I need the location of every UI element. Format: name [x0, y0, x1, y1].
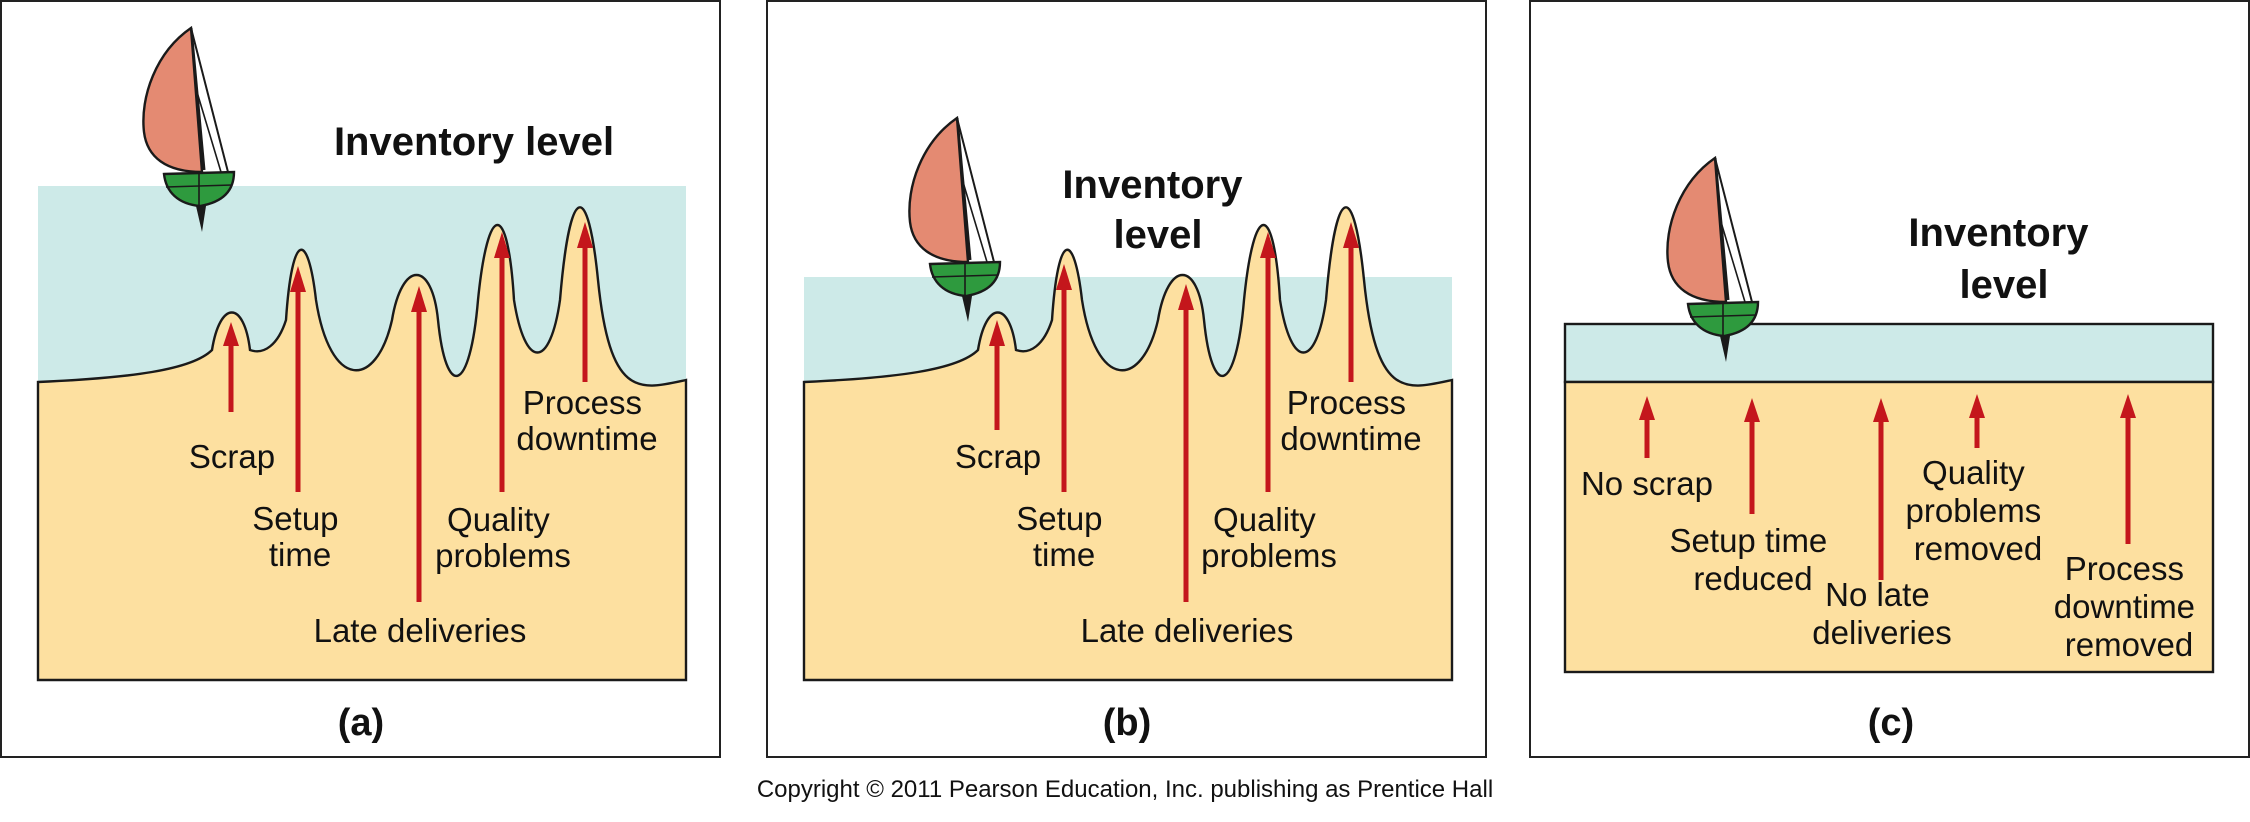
- panel-b-label-scrap: Scrap: [955, 438, 1041, 475]
- panel-b-arrow-scrap: [989, 320, 1005, 430]
- panel-b-arrowhead-scrap: [989, 320, 1005, 346]
- panel-a-arrowhead-late: [411, 286, 427, 312]
- panel-c-arrow-downtime: [2120, 394, 2136, 544]
- panel-a-frame: [0, 0, 721, 758]
- panel-c-label-downtime: Process downtime removed: [2054, 550, 2204, 663]
- panel-a-arrowhead-scrap: [223, 322, 239, 346]
- panel-c-arrow-late: [1873, 398, 1889, 580]
- panel-b-label-downtime: Process downtime: [1280, 384, 1421, 457]
- panel-a-label-setup: Setup time: [252, 500, 347, 573]
- panel-c-title: Inventory level: [1908, 211, 2099, 307]
- panel-b-arrowhead-late: [1178, 284, 1194, 310]
- panel-a-arrowhead-quality: [494, 232, 510, 258]
- panel-c-label-late: No late deliveries: [1812, 576, 1951, 651]
- panel-b-label-late: Late deliveries: [1081, 612, 1294, 649]
- panel-b-title: Inventory level: [1062, 163, 1253, 257]
- panel-b-arrow-downtime: [1343, 222, 1359, 382]
- panel-b-label-quality: Quality problems: [1201, 501, 1337, 574]
- panel-b-arrow-quality: [1260, 232, 1276, 492]
- panel-b-label-setup: Setup time: [1016, 500, 1111, 573]
- panel-b-arrowhead-downtime: [1343, 222, 1359, 248]
- panel-b: Inventory level Scrap Setup time: [766, 0, 1487, 758]
- panel-b-arrow-late: [1178, 284, 1194, 602]
- panel-c-arrowhead-scrap: [1639, 396, 1655, 420]
- panel-a-letter: (a): [338, 702, 384, 744]
- panel-c-arrowhead-downtime: [2120, 394, 2136, 418]
- panel-a-label-late: Late deliveries: [314, 612, 527, 649]
- panel-a-arrow-setup: [290, 266, 306, 492]
- panel-a: Inventory level Scrap Setup time: [0, 0, 721, 758]
- panel-c-arrow-scrap: [1639, 396, 1655, 458]
- panel-b-arrowhead-quality: [1260, 232, 1276, 258]
- panel-c-label-scrap: No scrap: [1581, 465, 1713, 502]
- panel-b-frame: [766, 0, 1487, 758]
- panel-a-arrow-scrap: [223, 322, 239, 412]
- panel-a-arrowhead-setup: [290, 266, 306, 292]
- panel-a-title: Inventory level: [334, 120, 614, 164]
- panel-b-arrowhead-setup: [1056, 264, 1072, 290]
- panel-c-label-quality: Quality problems removed: [1906, 454, 2051, 567]
- panel-c-arrowhead-quality: [1969, 394, 1985, 418]
- panel-a-rocks: [36, 206, 688, 682]
- panel-b-rocks: [802, 206, 1454, 682]
- panel-c-arrow-setup: [1744, 398, 1760, 514]
- panel-c-label-setup: Setup time reduced: [1670, 522, 1837, 597]
- panel-c-letter: (c): [1868, 702, 1914, 744]
- panel-a-arrow-late: [411, 286, 427, 602]
- panel-c: Inventory level No scrap Setup time: [1529, 0, 2250, 758]
- panel-c-arrowhead-setup: [1744, 398, 1760, 422]
- panel-b-letter: (b): [1103, 702, 1152, 744]
- panel-b-arrow-setup: [1056, 264, 1072, 492]
- panel-c-frame: [1529, 0, 2250, 758]
- panel-a-label-scrap: Scrap: [189, 438, 275, 475]
- panel-a-arrow-quality: [494, 232, 510, 492]
- panel-c-arrowhead-late: [1873, 398, 1889, 422]
- panel-c-water: [1563, 322, 2215, 384]
- panel-c-arrow-quality: [1969, 394, 1985, 448]
- copyright-notice: Copyright © 2011 Pearson Education, Inc.…: [757, 776, 1493, 803]
- panel-a-arrow-downtime: [577, 222, 593, 382]
- panel-a-label-downtime: Process downtime: [516, 384, 657, 457]
- panel-a-arrowhead-downtime: [577, 222, 593, 248]
- panel-a-label-quality: Quality problems: [435, 501, 571, 574]
- panel-c-rocks: [1563, 380, 2215, 674]
